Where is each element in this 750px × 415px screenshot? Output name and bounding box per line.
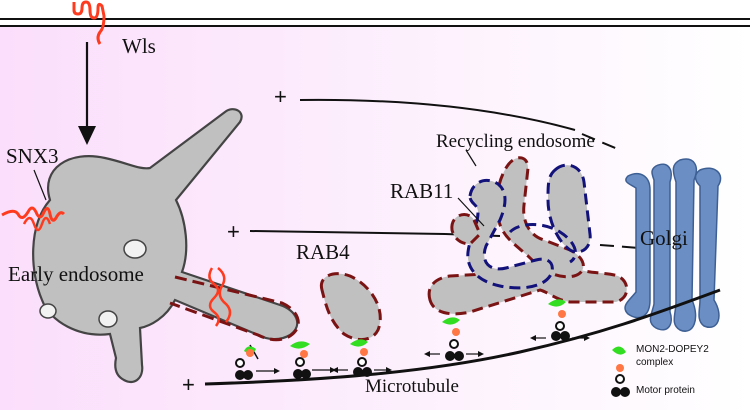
microtubule-label: Microtubule [365, 376, 459, 397]
rab11-label: RAB11 [390, 179, 454, 203]
snx3-coil-icon [22, 216, 52, 232]
wls-tubule-icon [208, 267, 232, 327]
rab4-label: RAB4 [296, 240, 350, 264]
plus-end-bottom: + [182, 372, 195, 397]
rab11-loop [508, 223, 577, 264]
internalization-arrow [78, 42, 96, 145]
motor-complex [530, 299, 590, 341]
legend-motor-protein-label: Motor protein [636, 385, 695, 396]
rab11-tubule [466, 179, 554, 290]
rab4-vesicle [319, 272, 382, 341]
motor-complex [424, 317, 484, 361]
legend-mon2-dopey2-icon [612, 346, 626, 355]
recycling-endosome-pointer [465, 149, 477, 167]
early-endosome-rab-domain [169, 275, 300, 342]
snx3-protein-icon [1, 206, 66, 222]
intraluminal-vesicle [39, 303, 57, 319]
plus-end-middle: + [227, 219, 240, 244]
motor-complex [332, 339, 392, 377]
rab11-pointer [457, 197, 485, 227]
legend-motor-protein-icon [611, 364, 630, 397]
plasma-membrane [0, 18, 750, 27]
motor-complex [290, 341, 336, 379]
rab11-tubule-upper [450, 213, 482, 246]
legend-complex-label: complex [636, 357, 674, 368]
recycling-endosome-label: Recycling endosome [436, 131, 595, 152]
plus-end-top: + [274, 84, 287, 109]
recycling-endosome-arm [546, 163, 592, 254]
intraluminal-vesicle [123, 239, 147, 259]
intraluminal-vesicle [98, 310, 118, 328]
golgi-apparatus [624, 158, 722, 332]
snx3-pointer [33, 169, 47, 201]
wls-label: Wls [122, 34, 156, 58]
wls-protein-icon [72, 0, 106, 45]
recycling-endosome-tubule [495, 156, 585, 279]
microtubule [204, 288, 721, 386]
motor-complex [235, 344, 280, 380]
legend-mon2-dopey2-label: MON2-DOPEY2 [636, 344, 709, 355]
early-endosome-label: Early endosome [8, 262, 144, 286]
golgi-label: Golgi [640, 226, 688, 250]
snx3-label: SNX3 [6, 144, 59, 168]
